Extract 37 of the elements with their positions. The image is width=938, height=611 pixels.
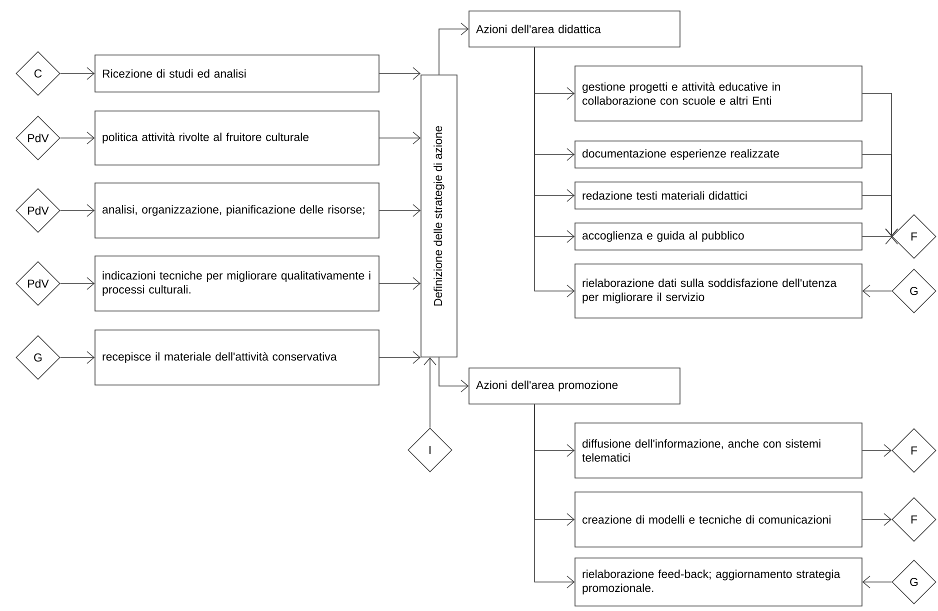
arrow [862, 235, 898, 245]
arrow [862, 444, 892, 457]
arrow [60, 67, 95, 80]
process-box: gestione progetti e attività educative in collaborazione con scuole e altri Enti [574, 66, 862, 122]
arrow [438, 357, 469, 392]
process-box: accoglienza e guida al pubblico [574, 222, 862, 250]
process-box: rielaborazione dati sulla soddisfazione dell'utenza per migliorare il servizio [574, 264, 862, 318]
process-box: documentazione esperienze realizzate [574, 140, 862, 168]
arrow [60, 204, 95, 217]
arrow [534, 404, 575, 588]
process-box: Ricezione di studi ed analisi [94, 54, 380, 92]
arrow [862, 284, 892, 298]
arrow [534, 47, 575, 298]
strategy-box: Definizione delle strategie di azione [420, 74, 458, 358]
process-box: analisi, organizzazione, pianificazione delle risorse; [94, 182, 380, 238]
arrow [862, 513, 892, 526]
arrow [862, 576, 892, 588]
arrow [862, 195, 898, 236]
arrow [379, 277, 421, 290]
process-box: Azioni dell'area didattica [468, 10, 680, 48]
arrow [60, 351, 95, 364]
process-box: Azioni dell'area promozione [468, 368, 680, 404]
arrow [424, 357, 436, 428]
process-box: politica attività rivolte al fruitore culturale [94, 110, 380, 166]
arrow [379, 351, 421, 364]
process-box: diffusione dell'informazione, anche con sistemi telematici [574, 422, 862, 478]
arrow [60, 132, 95, 144]
arrow [438, 22, 469, 75]
arrow [379, 132, 421, 144]
process-box: recepisce il materiale dell'attività conservativa [94, 330, 380, 386]
process-box: redazione testi materiali didattici [574, 182, 862, 210]
process-box: creazione di modelli e tecniche di comunicazioni [574, 492, 862, 548]
arrow [379, 204, 421, 217]
process-box: indicazioni tecniche per migliorare qualitativamente i processi culturali. [94, 256, 380, 312]
arrow [60, 277, 95, 290]
process-box: rielaborazione feed-back; aggiornamento strategia promozionale. [574, 558, 862, 606]
arrow [379, 67, 421, 80]
